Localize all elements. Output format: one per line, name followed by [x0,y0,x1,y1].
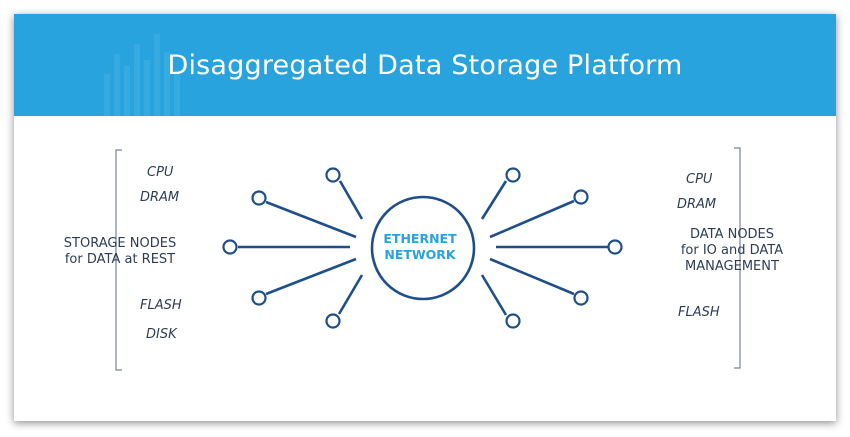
data-nodes-line1: DATA NODES [689,227,775,242]
node-left-middle [222,239,238,255]
node-right-top [505,167,521,183]
left-flash-label: FLASH [140,298,182,313]
right-bracket [734,147,741,369]
node-right-bottom [505,313,521,329]
node-right-lower [573,290,589,306]
hub-label-line2: NETWORK [384,247,456,262]
storage-nodes-line2: for DATA at REST [64,252,176,267]
data-nodes-line2: for IO and DATA [680,243,784,258]
hub-label: ETHERNET NETWORK [375,231,465,263]
spoke-right-top [480,180,508,220]
node-right-middle [607,239,623,255]
left-cpu-label: CPU [147,165,174,180]
storage-nodes-label: STORAGE NODES for DATA at REST [50,236,190,268]
title-banner: Disaggregated Data Storage Platform [14,14,836,116]
right-dram-label: DRAM [677,197,717,212]
right-flash-label: FLASH [678,305,720,320]
left-dram-label: DRAM [140,190,180,205]
slide-card: Disaggregated Data Storage Platform [14,14,836,421]
page-title: Disaggregated Data Storage Platform [167,50,683,81]
spoke-left-upper [265,200,357,239]
spoke-left-bottom [337,274,364,315]
right-cpu-label: CPU [686,172,713,187]
spoke-left-lower [265,257,357,296]
node-left-top [325,167,341,183]
left-bracket [115,149,122,371]
data-nodes-label: DATA NODES for IO and DATA MANAGEMENT [662,227,802,275]
spoke-right-lower [489,257,575,296]
node-left-upper [251,190,267,206]
ethernet-hub [370,195,476,301]
node-left-bottom [325,313,341,329]
spoke-right-bottom [480,274,508,316]
node-left-lower [251,290,267,306]
spoke-right-upper [489,199,575,239]
network-diagram [115,147,741,371]
banner-decoration [104,34,180,116]
data-nodes-line3: MANAGEMENT [685,259,779,274]
storage-nodes-line1: STORAGE NODES [63,236,177,251]
node-right-upper [573,189,589,205]
left-disk-label: DISK [146,327,177,342]
hub-label-line1: ETHERNET [383,231,457,246]
spoke-left-top [338,180,364,220]
